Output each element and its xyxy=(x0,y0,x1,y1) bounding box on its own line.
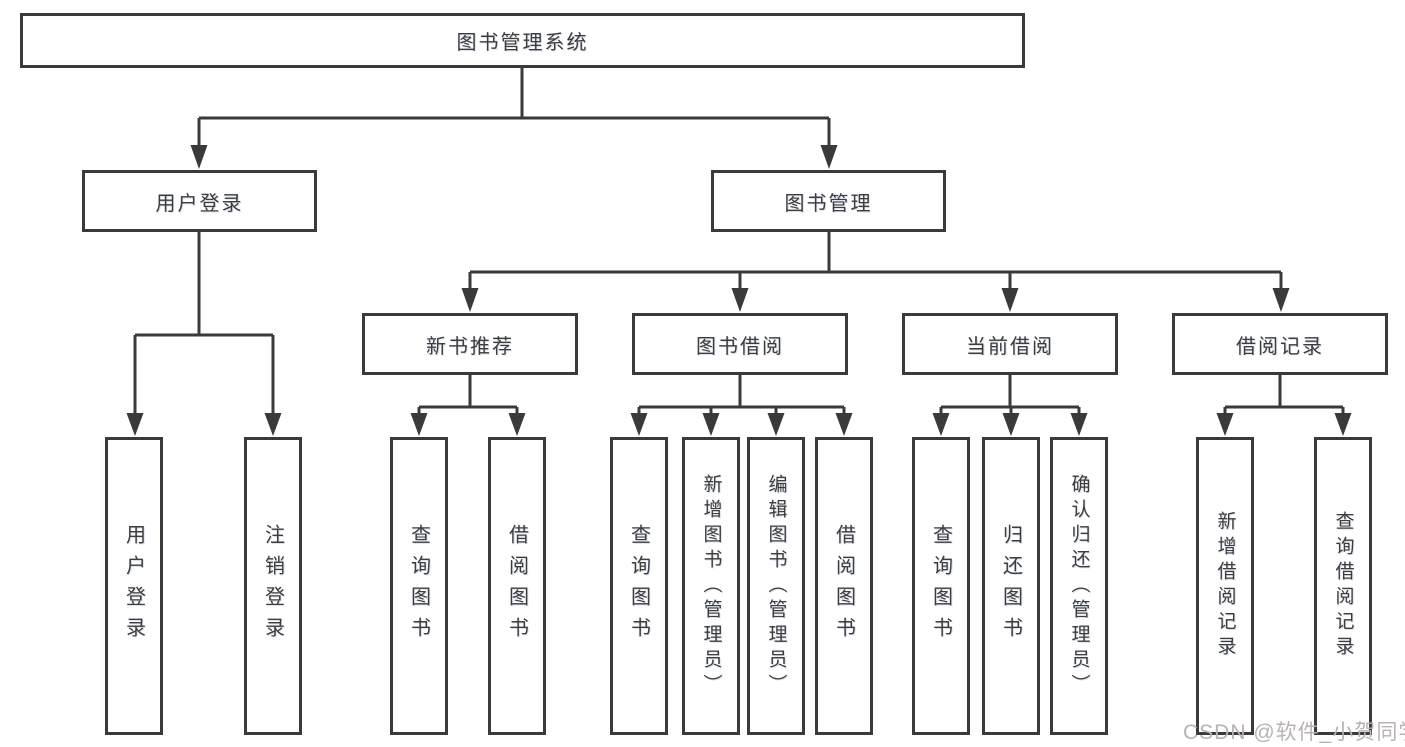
node-label: 新增借阅记录 xyxy=(1214,511,1236,661)
node-book-management: 图书管理 xyxy=(711,170,946,232)
leaf-query-books-borrow: 查询图书 xyxy=(610,437,668,735)
node-label: 图书管理系统 xyxy=(456,32,589,54)
leaf-return-books: 归还图书 xyxy=(982,437,1040,735)
node-label: 查询图书 xyxy=(929,524,952,648)
node-book-borrow: 图书借阅 xyxy=(632,313,848,375)
node-label: 当前借阅 xyxy=(966,335,1054,358)
node-label: 用户登录 xyxy=(122,524,145,648)
leaf-borrow-books-recommend: 借阅图书 xyxy=(488,437,546,735)
node-label: 查询图书 xyxy=(407,524,430,648)
node-label: 图书借阅 xyxy=(696,335,784,358)
leaf-edit-book-admin: 编辑图书（管理员） xyxy=(747,437,805,735)
arrowheads xyxy=(126,145,1352,436)
node-label: 图书管理 xyxy=(784,192,873,215)
node-library-system: 图书管理系统 xyxy=(20,13,1025,68)
node-label: 归还图书 xyxy=(999,524,1022,648)
leaf-add-borrow-record: 新增借阅记录 xyxy=(1196,437,1254,735)
node-label: 编辑图书（管理员） xyxy=(765,473,787,699)
leaf-query-borrow-record: 查询借阅记录 xyxy=(1314,437,1372,735)
leaf-add-book-admin: 新增图书（管理员） xyxy=(682,437,740,735)
node-new-book-recommend: 新书推荐 xyxy=(362,313,578,375)
node-label: 借阅图书 xyxy=(505,524,528,648)
node-label: 确认归还（管理员） xyxy=(1068,473,1090,699)
node-label: 用户登录 xyxy=(155,192,244,215)
leaf-logout: 注销登录 xyxy=(244,437,302,735)
node-label: 查询借阅记录 xyxy=(1332,511,1354,661)
node-label: 查询图书 xyxy=(627,524,650,648)
node-label: 新书推荐 xyxy=(426,335,514,358)
node-label: 新增图书（管理员） xyxy=(700,473,722,699)
leaf-query-books-current: 查询图书 xyxy=(912,437,970,735)
node-label: 注销登录 xyxy=(261,524,284,648)
node-label: 借阅记录 xyxy=(1236,335,1324,358)
leaf-user-login: 用户登录 xyxy=(105,437,163,735)
leaf-query-books-recommend: 查询图书 xyxy=(390,437,448,735)
leaf-borrow-books: 借阅图书 xyxy=(815,437,873,735)
watermark: CSDN @软件_小贺同学 xyxy=(1183,721,1405,744)
node-label: 借阅图书 xyxy=(832,524,855,648)
node-borrow-records: 借阅记录 xyxy=(1172,313,1388,375)
leaf-confirm-return-admin: 确认归还（管理员） xyxy=(1050,437,1108,735)
node-current-borrow: 当前借阅 xyxy=(902,313,1118,375)
node-user-login: 用户登录 xyxy=(82,170,317,232)
